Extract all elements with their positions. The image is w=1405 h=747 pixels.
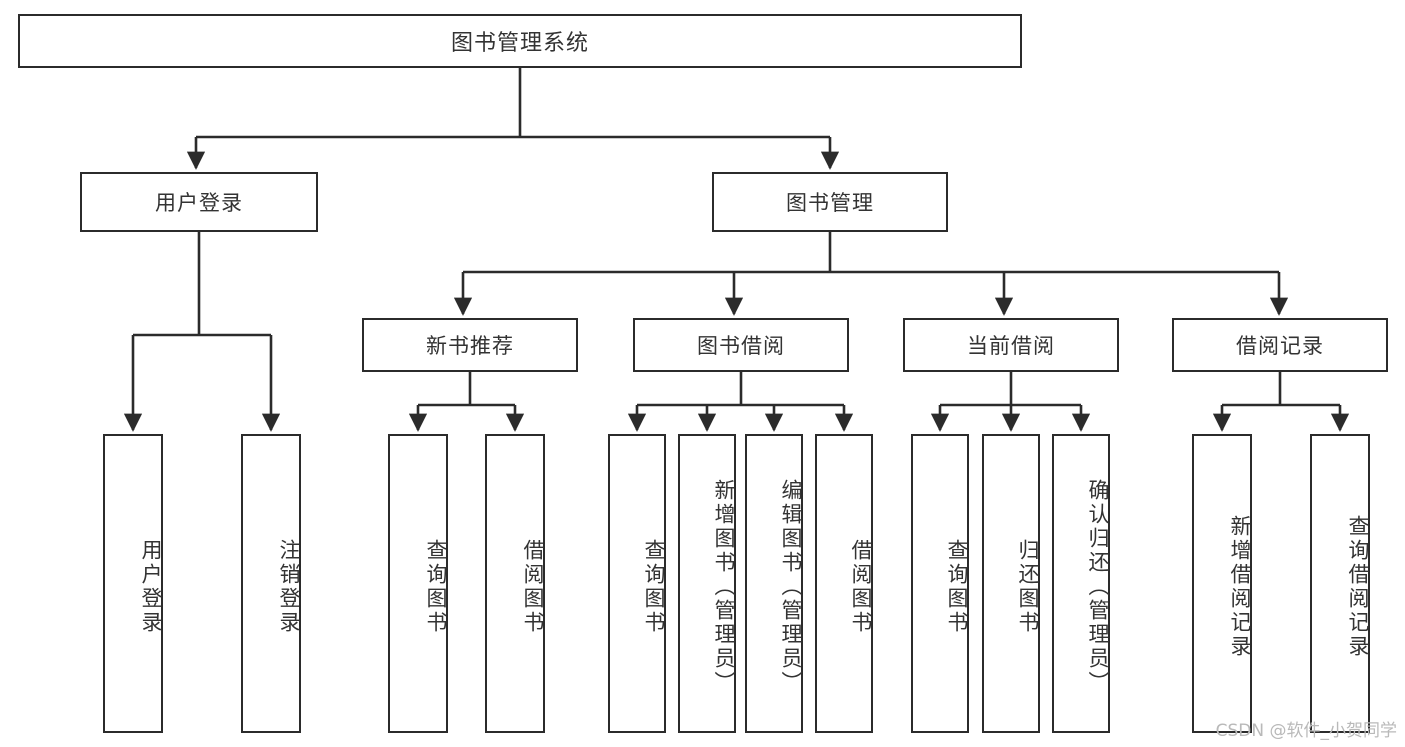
node-l3-2-label: 图书借阅 bbox=[697, 335, 785, 358]
node-leaf-7-label: 编辑图书（管理员） bbox=[779, 478, 802, 695]
node-l3-4[interactable]: 借阅记录 bbox=[1172, 318, 1388, 372]
node-l3-1-label: 新书推荐 bbox=[426, 335, 514, 358]
node-l3-1[interactable]: 新书推荐 bbox=[362, 318, 578, 372]
node-l3-3[interactable]: 当前借阅 bbox=[903, 318, 1119, 372]
node-leaf-12-label: 新增借阅记录 bbox=[1228, 514, 1251, 659]
node-leaf-11[interactable]: 确认归还（管理员） bbox=[1052, 434, 1110, 733]
node-leaf-2-label: 注销登录 bbox=[277, 538, 300, 635]
node-leaf-2[interactable]: 注销登录 bbox=[241, 434, 301, 733]
node-l3-3-label: 当前借阅 bbox=[967, 335, 1055, 358]
node-leaf-5-label: 查询图书 bbox=[642, 538, 665, 635]
node-leaf-1-label: 用户登录 bbox=[139, 538, 162, 635]
node-leaf-5[interactable]: 查询图书 bbox=[608, 434, 666, 733]
node-leaf-13-label: 查询借阅记录 bbox=[1346, 514, 1369, 659]
node-leaf-6[interactable]: 新增图书（管理员） bbox=[678, 434, 736, 733]
node-leaf-1[interactable]: 用户登录 bbox=[103, 434, 163, 733]
node-root-book-management-system-label: 图书管理系统 bbox=[450, 30, 589, 55]
node-leaf-8-label: 借阅图书 bbox=[849, 538, 872, 635]
node-l3-4-label: 借阅记录 bbox=[1236, 335, 1324, 358]
watermark-label: CSDN @软件_小贺同学 bbox=[1215, 721, 1397, 741]
node-l2-1[interactable]: 用户登录 bbox=[80, 172, 318, 232]
node-l2-2[interactable]: 图书管理 bbox=[712, 172, 948, 232]
node-leaf-12[interactable]: 新增借阅记录 bbox=[1192, 434, 1252, 733]
node-leaf-4-label: 借阅图书 bbox=[521, 538, 544, 635]
node-leaf-13[interactable]: 查询借阅记录 bbox=[1310, 434, 1370, 733]
node-l2-2-label: 图书管理 bbox=[786, 192, 874, 215]
node-leaf-7[interactable]: 编辑图书（管理员） bbox=[745, 434, 803, 733]
node-l3-2[interactable]: 图书借阅 bbox=[633, 318, 849, 372]
node-leaf-10[interactable]: 归还图书 bbox=[982, 434, 1040, 733]
node-l2-1-label: 用户登录 bbox=[155, 192, 243, 215]
node-leaf-10-label: 归还图书 bbox=[1016, 538, 1039, 635]
node-leaf-4[interactable]: 借阅图书 bbox=[485, 434, 545, 733]
node-leaf-6-label: 新增图书（管理员） bbox=[712, 478, 735, 695]
node-leaf-9[interactable]: 查询图书 bbox=[911, 434, 969, 733]
node-leaf-3-label: 查询图书 bbox=[424, 538, 447, 635]
node-leaf-3[interactable]: 查询图书 bbox=[388, 434, 448, 733]
node-leaf-8[interactable]: 借阅图书 bbox=[815, 434, 873, 733]
node-leaf-11-label: 确认归还（管理员） bbox=[1086, 478, 1109, 695]
node-leaf-9-label: 查询图书 bbox=[945, 538, 968, 635]
node-root-book-management-system[interactable]: 图书管理系统 bbox=[18, 14, 1022, 68]
